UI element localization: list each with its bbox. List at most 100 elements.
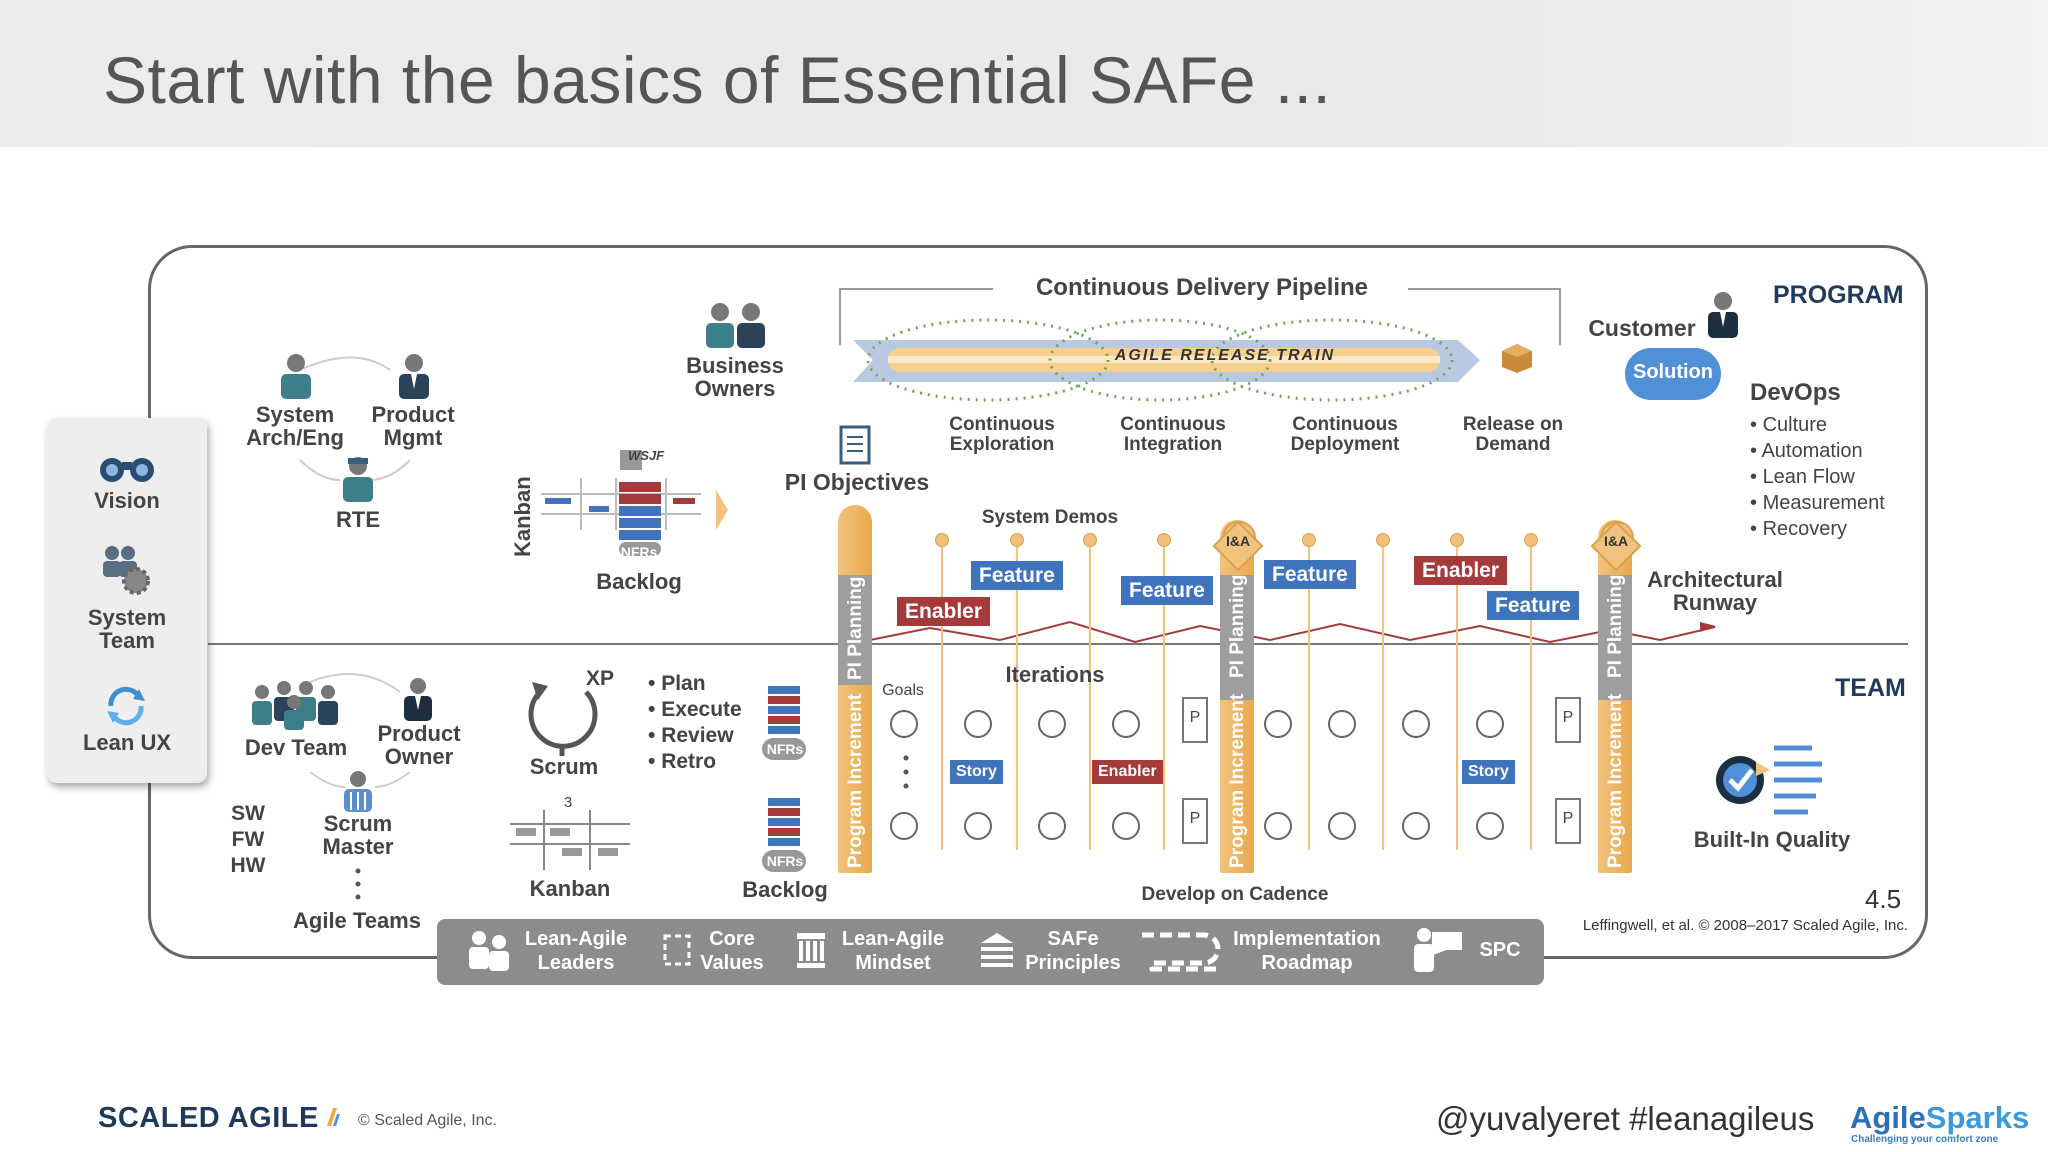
pi-planning-label: PI Planning xyxy=(1605,574,1626,678)
binoculars-icon xyxy=(100,458,154,482)
system-arch-person-icon xyxy=(281,354,311,399)
agile-teams-label: Agile Teams xyxy=(293,908,421,933)
ia-label: I&A xyxy=(1603,533,1629,549)
story-tag: Story xyxy=(950,760,1003,784)
program-backlog-label: Backlog xyxy=(596,569,682,594)
wsjf-label: WSJF xyxy=(628,448,665,463)
goals-label: Goals xyxy=(882,682,924,699)
iteration-line xyxy=(941,540,943,850)
iteration-dot xyxy=(1376,533,1390,547)
devops-item: • Recovery xyxy=(1750,518,1848,540)
ip-box xyxy=(1555,697,1581,743)
develop-on-cadence-label: Develop on Cadence xyxy=(1141,884,1329,905)
ip-label: P xyxy=(1189,709,1201,726)
version-label: 4.5 xyxy=(1864,884,1902,914)
release-box-icon xyxy=(1502,344,1532,373)
scrum-cycle-icon xyxy=(528,682,598,756)
program-team-divider xyxy=(208,643,1908,645)
fw-label: FW xyxy=(231,828,265,851)
ceremony-item: • Retro xyxy=(648,750,717,773)
foundation-bar xyxy=(437,919,1544,985)
ip-box xyxy=(1182,697,1208,743)
pi-planning-band xyxy=(1598,575,1632,700)
iteration-line xyxy=(1016,540,1018,850)
vision-label: Vision xyxy=(94,488,160,513)
scrum-label: Scrum xyxy=(529,754,599,779)
product-mgmt-label: Product Mgmt xyxy=(371,402,455,451)
devops-item: • Measurement xyxy=(1750,492,1885,514)
document-icon xyxy=(839,425,871,465)
program-increment-label: Program Increment xyxy=(1605,693,1626,868)
iteration-dot xyxy=(1010,533,1024,547)
spc-icon xyxy=(1414,928,1462,972)
feature-tag: Feature xyxy=(1121,576,1213,605)
rte-label: RTE xyxy=(336,507,380,532)
stage-release-on-demand: Release on Demand xyxy=(1462,414,1564,455)
system-demos-label: System Demos xyxy=(981,507,1119,528)
roadmap-icon xyxy=(1142,932,1221,972)
iteration-line xyxy=(1456,540,1458,850)
team-kanban-label: Kanban xyxy=(529,876,611,901)
team-backlog-stack xyxy=(762,798,806,872)
customer-person-icon xyxy=(1708,292,1738,338)
ellipsis-vertical xyxy=(355,868,361,900)
devops-item: • Lean Flow xyxy=(1750,466,1855,488)
dev-team-icon xyxy=(252,681,338,730)
business-owners-icon xyxy=(706,303,765,348)
story-tag: Story xyxy=(1462,760,1515,784)
solution-label: Solution xyxy=(1633,361,1713,383)
ceremony-item: • Review xyxy=(648,724,734,747)
team-nfrs-label: NFRs xyxy=(766,741,804,757)
scrum-master-icon xyxy=(344,771,372,812)
sw-label: SW xyxy=(231,802,265,825)
foundation-safe-principles: SAFe Principles xyxy=(1025,928,1121,974)
program-increment-label: Program Increment xyxy=(845,693,866,868)
pi-planning-band xyxy=(838,575,872,685)
feature-tag: Feature xyxy=(1487,591,1579,620)
built-in-quality-icon xyxy=(1716,745,1822,815)
leaders-icon xyxy=(469,931,509,971)
xp-label: XP xyxy=(585,667,614,690)
art-label: AGILE RELEASE TRAIN xyxy=(1114,347,1336,364)
feature-tag: Feature xyxy=(971,561,1063,590)
wsjf-flag-icon xyxy=(620,450,642,470)
foundation-lean-agile-mindset: Lean-Agile Mindset xyxy=(841,928,945,974)
iteration-dot xyxy=(1157,533,1171,547)
enabler-tag: Enabler xyxy=(1414,556,1508,585)
iteration-line xyxy=(1089,540,1091,850)
devops-list: • Culture • Automation • Lean Flow • Mea… xyxy=(1750,412,1885,542)
principles-icon xyxy=(981,933,1013,967)
ip-label: P xyxy=(1562,810,1574,827)
agilesparks-logo-a: Agile xyxy=(1850,1100,1926,1135)
ia-label: I&A xyxy=(1225,533,1251,549)
program-level-label: PROGRAM xyxy=(1773,281,1904,309)
pi-column-3 xyxy=(1598,520,1632,873)
scrum-master-label: Scrum Master xyxy=(322,811,394,860)
devops-item: • Automation xyxy=(1750,440,1863,462)
lean-ux-cycle-icon xyxy=(107,686,145,726)
product-owner-icon xyxy=(404,678,432,721)
program-roles-ring xyxy=(299,356,411,481)
iteration-line xyxy=(1382,540,1384,850)
ip-box xyxy=(1555,798,1581,844)
ceremonies-list: • Plan • Execute • Review • Retro xyxy=(648,671,742,775)
team-backlog-label: Backlog xyxy=(742,877,828,902)
team-roles-ring xyxy=(309,673,411,788)
iteration-line xyxy=(1163,540,1165,850)
program-nfrs-label: NFRs xyxy=(620,544,658,560)
program-kanban-board xyxy=(541,478,728,556)
pi-column-2 xyxy=(1220,520,1254,873)
twitter-handle: @yuvalyeret #leanagileus xyxy=(1436,1100,1815,1137)
stage-continuous-integration: Continuous Integration xyxy=(1120,414,1226,455)
pipeline-bracket xyxy=(839,288,1561,345)
agile-release-train-arrow xyxy=(853,318,1480,402)
core-values-icon xyxy=(663,934,691,966)
kanban-wip-label: 3 xyxy=(563,794,573,811)
agilesparks-logo: AgileSparks xyxy=(1850,1100,2029,1136)
solution-badge xyxy=(1625,348,1721,400)
stage-continuous-exploration: Continuous Exploration xyxy=(949,414,1055,455)
iteration-line xyxy=(1530,540,1532,850)
customer-label: Customer xyxy=(1588,315,1696,341)
iteration-dot xyxy=(1302,533,1316,547)
pi-objectives-label: PI Objectives xyxy=(784,469,930,495)
